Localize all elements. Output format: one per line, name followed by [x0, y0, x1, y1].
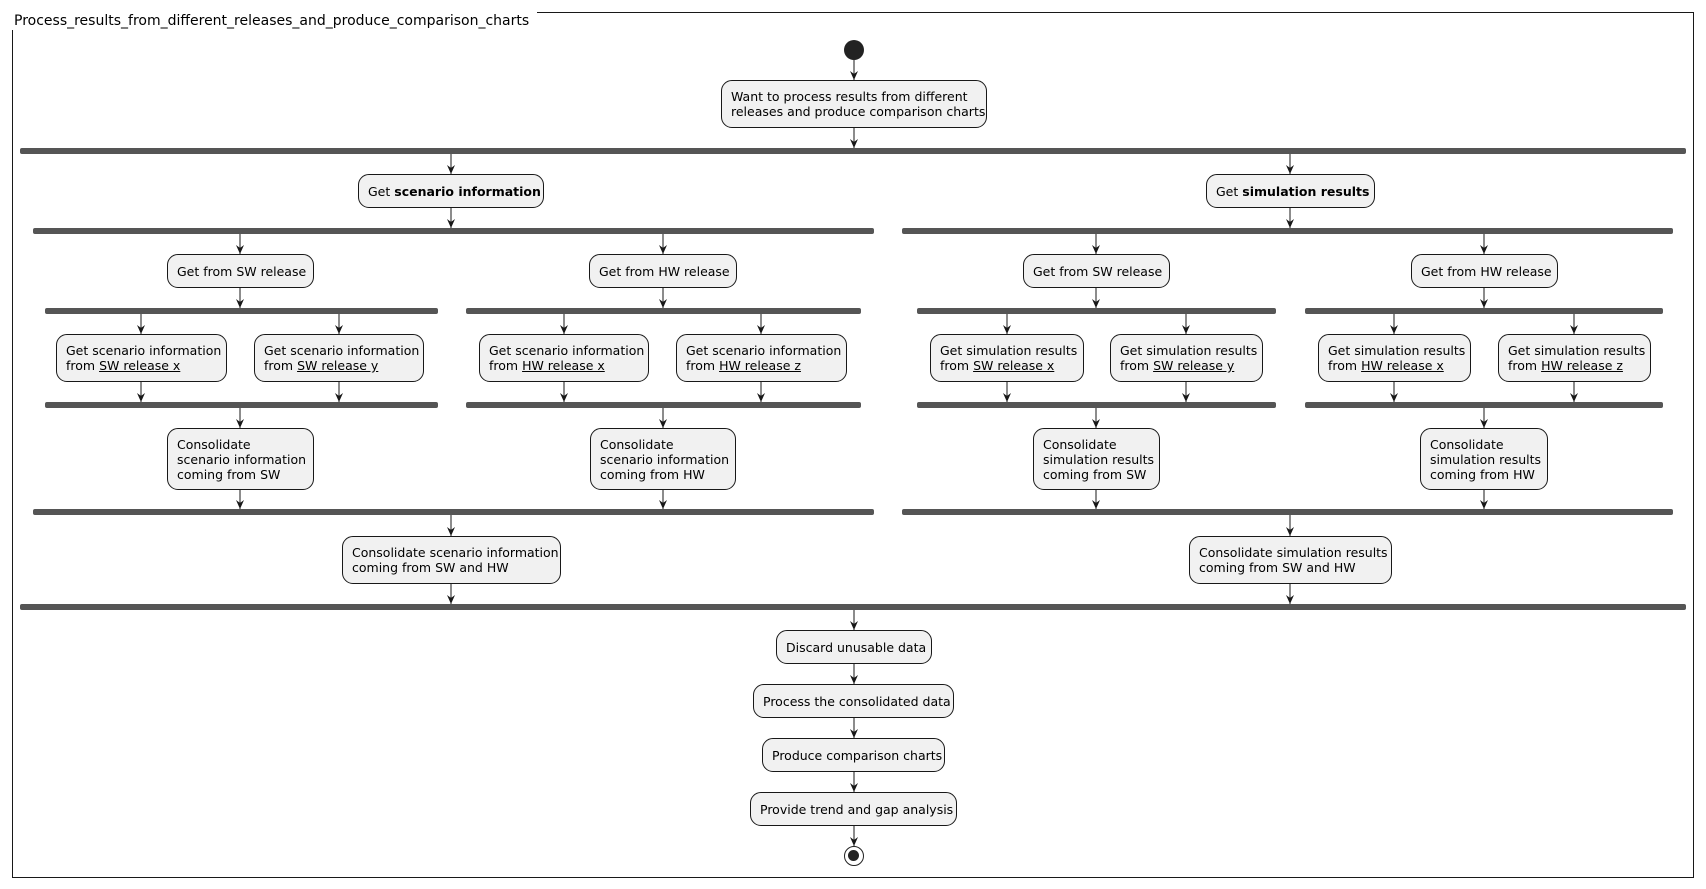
join-bar-simulation: [902, 509, 1673, 515]
activity-get-simulation-results: Get simulation results: [1206, 174, 1375, 208]
fork-bar-scenario: [33, 228, 874, 234]
activity-process-consolidated-data: Process the consolidated data: [753, 684, 954, 718]
activity-simulation-get-from-hw: Get from HW release: [1411, 254, 1558, 288]
join-bar-scenario-sw: [45, 402, 438, 408]
activity-discard-unusable-data: Discard unusable data: [776, 630, 932, 664]
activity-scenario-get-from-hw: Get from HW release: [589, 254, 737, 288]
activity-get-scenario-information: Get scenario information: [358, 174, 544, 208]
activity-scenario-get-from-sw: Get from SW release: [167, 254, 314, 288]
join-bar-scenario-hw: [466, 402, 861, 408]
start-node: [844, 40, 864, 60]
join-bar-simulation-sw: [917, 402, 1276, 408]
stop-node: [844, 846, 864, 866]
join-bar-simulation-hw: [1305, 402, 1663, 408]
activity-produce-comparison-charts: Produce comparison charts: [762, 738, 945, 772]
fork-bar-simulation-hw: [1305, 308, 1663, 314]
fork-bar-simulation: [902, 228, 1673, 234]
diagram-frame: [12, 12, 1694, 878]
fork-bar-scenario-hw: [466, 308, 861, 314]
join-bar-scenario: [33, 509, 874, 515]
fork-bar-scenario-sw: [45, 308, 438, 314]
activity-simulation-get-from-sw: Get from SW release: [1023, 254, 1170, 288]
fork-bar-main: [20, 148, 1686, 154]
frame-title: Process_results_from_different_releases_…: [12, 12, 538, 30]
fork-bar-simulation-sw: [917, 308, 1276, 314]
join-bar-main: [20, 604, 1686, 610]
activity-provide-trend-gap-analysis: Provide trend and gap analysis: [750, 792, 957, 826]
